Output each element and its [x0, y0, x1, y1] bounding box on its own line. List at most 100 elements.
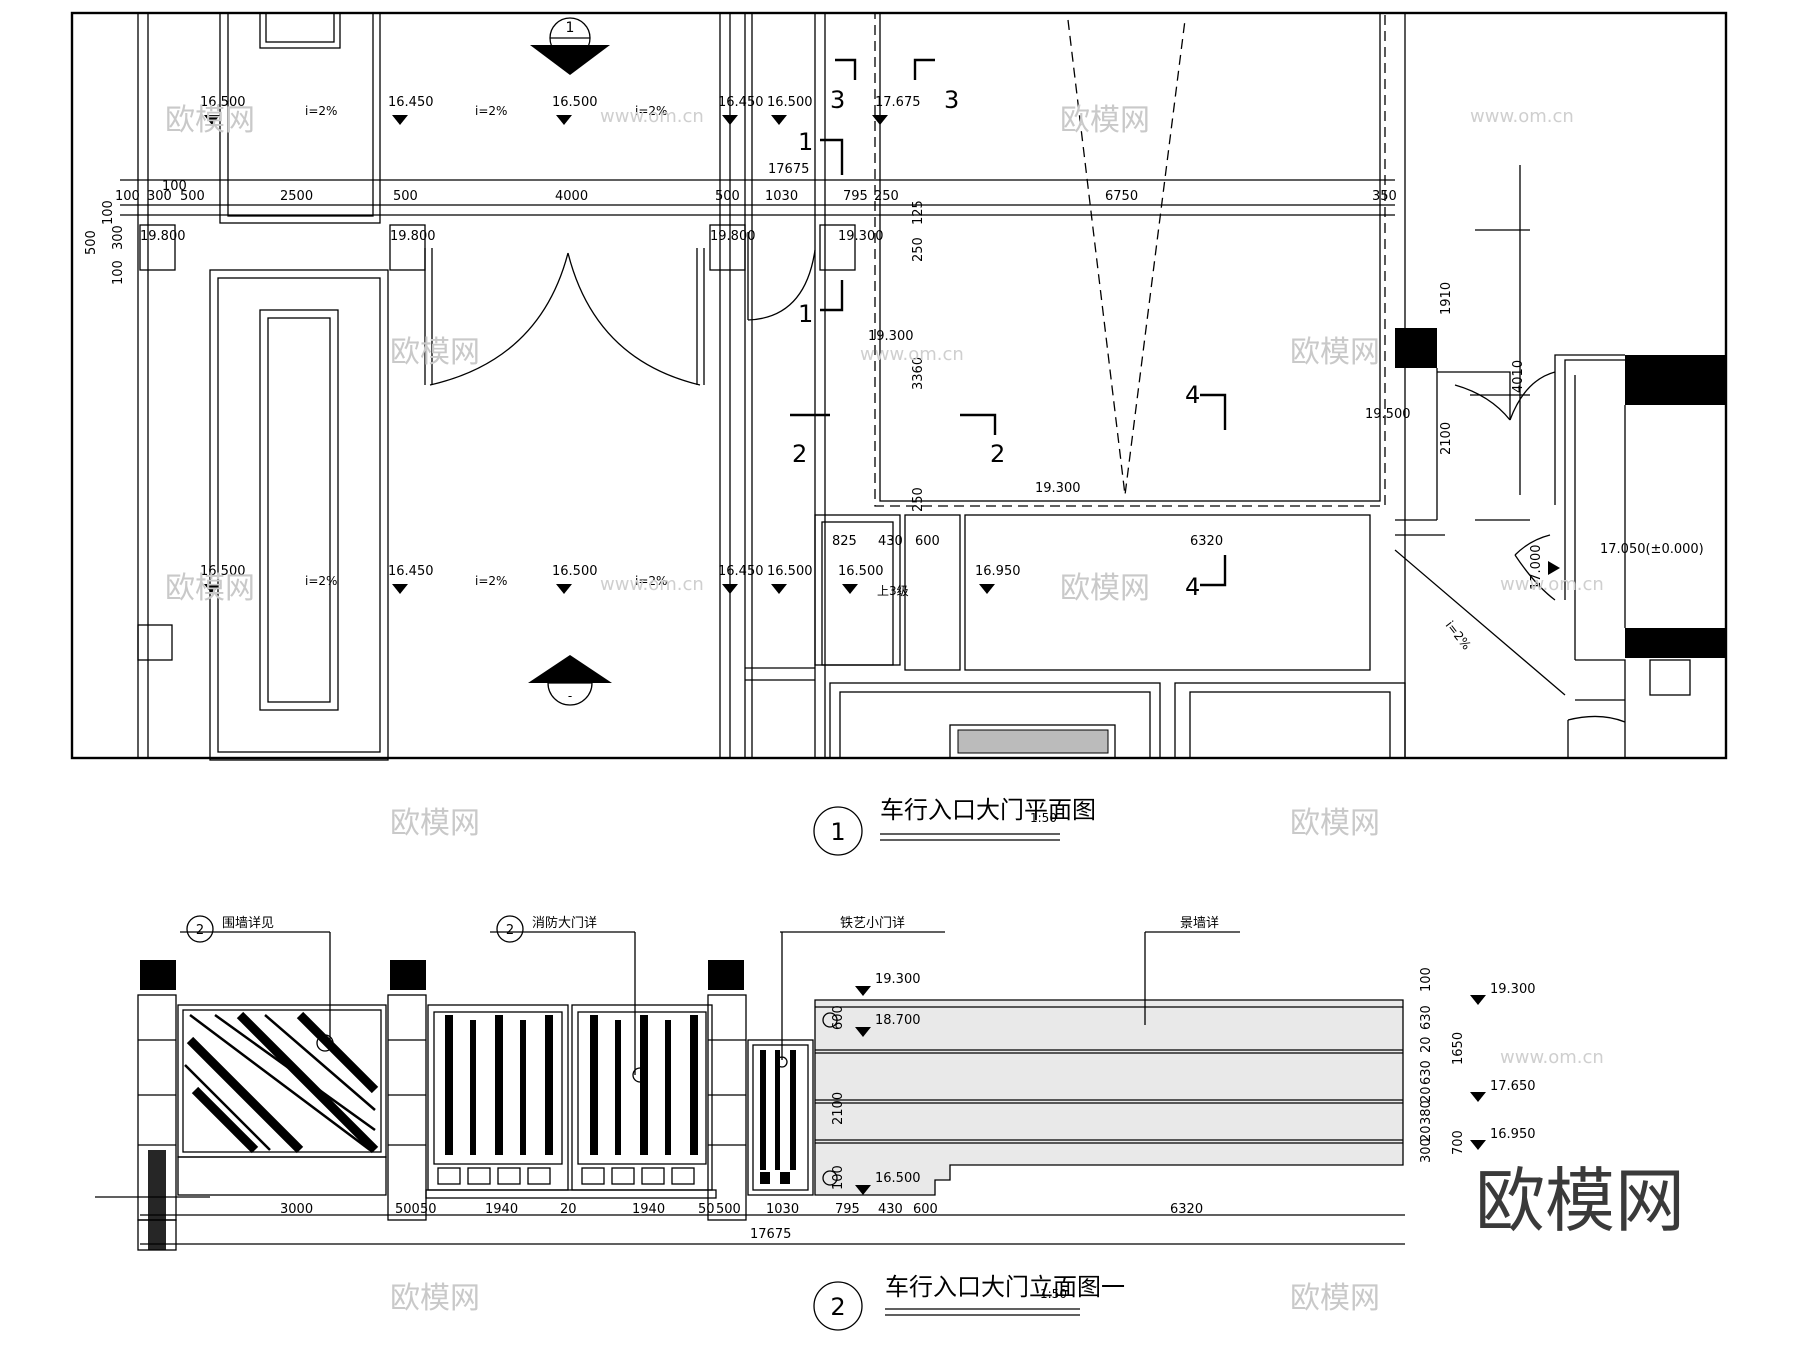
elev-bottom-dim-2: 50: [420, 1202, 437, 1217]
plan-elev-bottom-2: 16.500: [552, 564, 598, 579]
plan-post-elev-2: 19.800: [710, 229, 756, 244]
plan-slope-top-2: i=2%: [635, 104, 667, 118]
plan-top-dim-11: 350: [1372, 189, 1397, 204]
callout-4-text: 景墙详: [1180, 916, 1219, 931]
plan-marker-bottom-num: 2: [565, 664, 575, 682]
callout-2-num: 2: [506, 923, 514, 938]
column-black-3: [1625, 628, 1725, 658]
watermark-en-1: www.om.cn: [1470, 106, 1574, 127]
elev-left-marker-0: [855, 986, 871, 996]
elev-right-level-2: 16.950: [1490, 1127, 1536, 1142]
callout-3-text: 铁艺小门详: [840, 916, 905, 931]
elev-right-dim-1: 630: [1419, 1005, 1434, 1030]
plan-left-dim-2: 300: [111, 225, 126, 250]
elev-left-level-1: 18.700: [875, 1013, 921, 1028]
column-black-1: [1395, 328, 1437, 368]
plan-top-dim-3: 2500: [280, 189, 313, 204]
watermark-3: 欧模网: [390, 335, 480, 370]
plan-elev-bottom-marker-4: [771, 584, 787, 594]
elev-left-marker-2: [855, 1185, 871, 1195]
watermark-8: 欧模网: [1290, 806, 1380, 841]
plan-caption-title: 车行入口大门平面图: [880, 796, 1096, 824]
elev-bottom-dim-5: 1940: [632, 1202, 665, 1217]
elev-right-dim-9: 700: [1451, 1130, 1466, 1155]
plan-caption-scale: 1:50: [1030, 811, 1057, 825]
plan-elev-top-marker-2: [556, 115, 572, 125]
plan-marker-top-ref: J1-10.3: [553, 46, 586, 56]
elev-right-dim-3: 630: [1419, 1060, 1434, 1085]
plan-post-elev-0: 19.800: [140, 229, 186, 244]
plan-diag-label: i=2%: [1443, 618, 1474, 652]
plan-section-mark-2: 2: [792, 440, 807, 468]
plan-elev-bottom-5: 16.500: [838, 564, 884, 579]
watermarks: 欧模网 欧模网 欧模网 欧模网 欧模网 欧模网 欧模网 欧模网 欧模网 欧模网 …: [165, 103, 1685, 1316]
plan-section-mark-7: 4: [1185, 573, 1200, 601]
watermark-en-3: www.om.cn: [600, 574, 704, 595]
elev-left-vdim-2: 100: [831, 1165, 846, 1190]
plan-section-mark-4: 3: [830, 86, 845, 114]
watermark-5: 欧模网: [165, 571, 255, 606]
plan-left-dim-1: 100: [101, 200, 116, 225]
plan-section-mark-3: 2: [990, 440, 1005, 468]
plan-bottom-dim-0: 825: [832, 534, 857, 549]
watermark-10: 欧模网: [1290, 1281, 1380, 1316]
plan-left-dim-3: 100: [111, 260, 126, 285]
watermark-7: 欧模网: [390, 806, 480, 841]
elev-left-vdim-0: 600: [831, 1005, 846, 1030]
plan-slope-top-1: i=2%: [475, 104, 507, 118]
plan-slope-bottom-0: i=2%: [305, 574, 337, 588]
plan-post-elev-1: 19.800: [390, 229, 436, 244]
elev-right-dim-6: 20: [1419, 1125, 1434, 1142]
plan-side-elev: 17.050(±0.000): [1600, 542, 1704, 557]
plan-section-mark-6: 4: [1185, 381, 1200, 409]
plan-elev-bottom-3: 16.450: [718, 564, 764, 579]
elev-bottom-dim-9: 795: [835, 1202, 860, 1217]
plan-slope-bottom-2: i=2%: [635, 574, 667, 588]
plan-elev-bottom-marker-5: [842, 584, 858, 594]
elev-bottom-dim-1: 500: [395, 1202, 420, 1217]
elev-right-level-0: 19.300: [1490, 982, 1536, 997]
column-black-2: [1625, 355, 1725, 405]
plan-top-dim-2: 500: [180, 189, 205, 204]
watermark-1: 欧模网: [165, 103, 255, 138]
plan-elev-top-marker-3: [722, 115, 738, 125]
elev-bottom-dim-8: 1030: [766, 1202, 799, 1217]
plan-top-dim-7: 1030: [765, 189, 798, 204]
elev-right-dim-5: 380: [1419, 1100, 1434, 1125]
elevation-bottom-overall: 17675: [750, 1227, 791, 1242]
elev-right-dim-7: 300: [1419, 1138, 1434, 1163]
watermark-en-6: www.om.cn: [860, 344, 964, 365]
elev-left-marker-1: [855, 1027, 871, 1037]
elevation-caption-scale: 1:50: [1040, 1287, 1067, 1301]
elevation-view: 2 围墙详见 2 消防大门详 铁艺小门详 景墙详 300050050194020…: [95, 915, 1536, 1251]
plan-right-dim-2: 2100: [1439, 422, 1454, 455]
plan-side-elev2: 17.000: [1529, 545, 1544, 591]
elev-bottom-dim-10: 430: [878, 1202, 903, 1217]
plan-elev-top-0: 16.500: [200, 95, 246, 110]
plan-vdim-3: 250: [911, 487, 926, 512]
plan-inner-elev-2: 19.300: [1035, 481, 1081, 496]
elev-bottom-dim-12: 6320: [1170, 1202, 1203, 1217]
elev-right-marker-2: [1470, 1140, 1486, 1150]
watermark-4: 欧模网: [1290, 335, 1380, 370]
vent-grille: [957, 729, 1109, 754]
plan-right-dim-1: 4010: [1511, 360, 1526, 393]
elev-right-dim-4: 20: [1419, 1086, 1434, 1103]
elev-bottom-dim-11: 600: [913, 1202, 938, 1217]
plan-view: 1 J1-10.3 2 - 17675 100 1003005002500500…: [70, 11, 1728, 761]
plan-top-dim-5: 4000: [555, 189, 588, 204]
plan-inner-elev-1: 19.500: [1365, 407, 1411, 422]
watermark-6: 欧模网: [1060, 571, 1150, 606]
plan-post-elev-3: 19.300: [838, 229, 884, 244]
elev-bottom-dim-7: 500: [716, 1202, 741, 1217]
plan-bottom-dim-1: 430: [878, 534, 903, 549]
watermark-en-2: www.om.cn: [600, 106, 704, 127]
